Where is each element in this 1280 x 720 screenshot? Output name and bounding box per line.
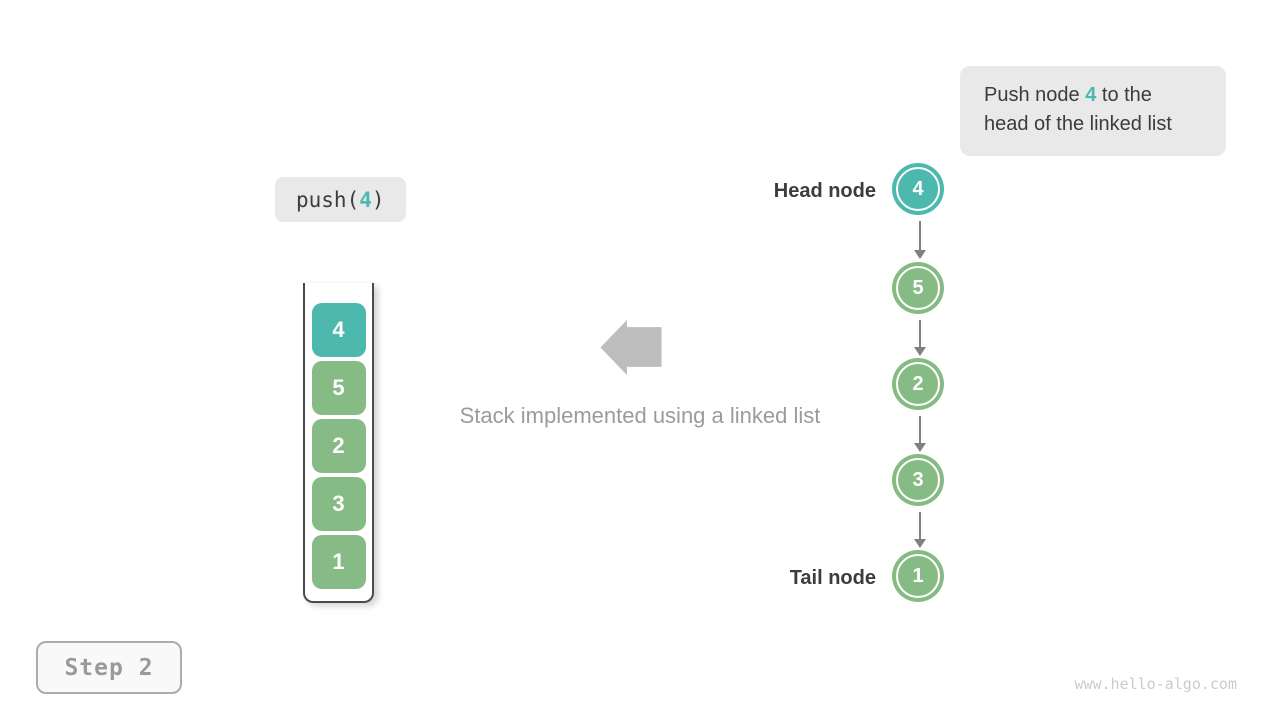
hint-box: Push node 4 to the head of the linked li… [960,66,1226,156]
down-arrow-icon [913,221,927,259]
down-arrow-icon [913,512,927,548]
hint-text-suffix: to the head of the linked list [984,84,1172,135]
stack-item: 5 [311,361,366,415]
hint-highlight-value: 4 [1085,84,1097,106]
operation-arg: 4 [359,187,372,212]
tail-node-label: Tail node [789,567,876,589]
head-node-label: Head node [773,180,876,202]
caption-text: Stack implemented using a linked list [459,403,821,428]
list-node: 1 [896,554,940,598]
stack-item: 2 [311,419,366,473]
stack-item: 1 [311,535,366,589]
list-node: 3 [896,458,940,502]
stack-container: 4 5 2 3 1 [303,283,374,603]
operation-suffix: ) [371,187,385,212]
down-arrow-icon [913,416,927,452]
stack-item: 4 [311,303,366,357]
watermark: www.hello-algo.com [1074,675,1237,693]
list-node: 5 [896,266,940,310]
left-block-arrow-icon [600,320,662,375]
operation-prefix: push( [296,187,360,212]
down-arrow-icon [913,320,927,356]
stack-item: 3 [311,477,366,531]
step-badge: Step 2 [36,641,182,694]
list-node: 4 [896,167,940,211]
operation-code: push(4) [275,177,406,222]
list-node: 2 [896,362,940,406]
hint-text-prefix: Push node [984,84,1086,106]
